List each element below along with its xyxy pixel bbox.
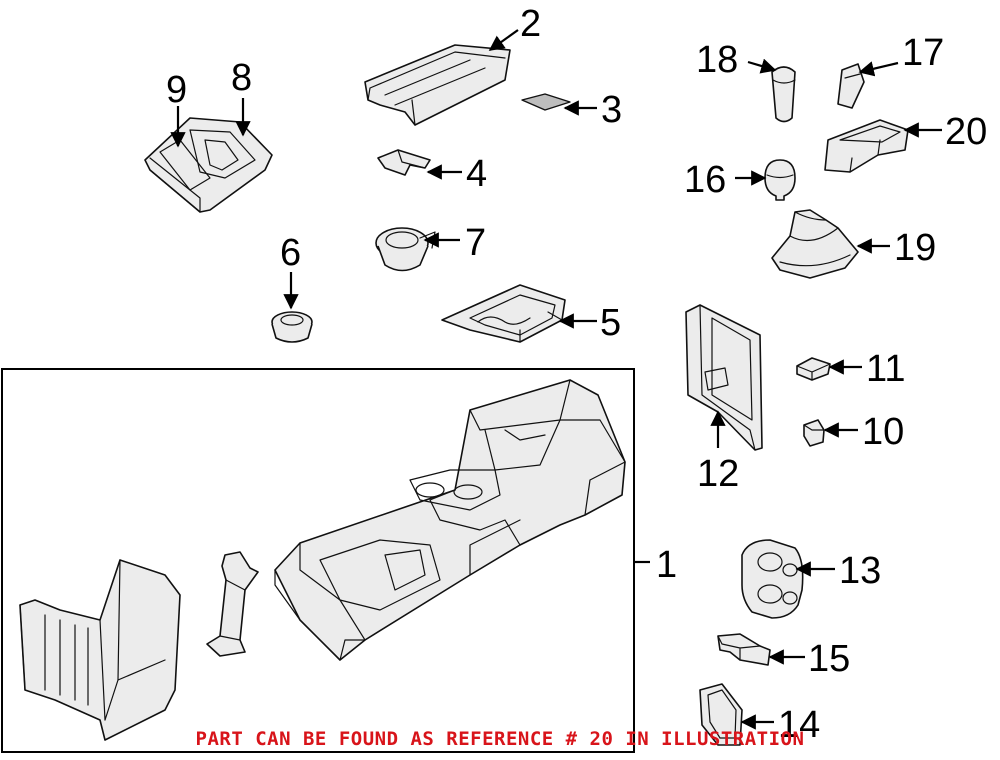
switch-panel-part[interactable] — [741, 539, 804, 619]
callout-19: 19 — [894, 227, 936, 269]
callout-13: 13 — [839, 550, 881, 592]
callout-11: 11 — [866, 348, 905, 390]
small-switch-part[interactable] — [803, 419, 825, 447]
knob-cover-part[interactable] — [837, 63, 865, 109]
callout-20: 20 — [945, 111, 987, 153]
callout-2: 2 — [520, 3, 541, 45]
callout-10: 10 — [862, 411, 904, 453]
leader-17 — [858, 61, 899, 77]
console-assembly-box — [1, 368, 635, 753]
armrest-pad-part[interactable] — [521, 93, 571, 111]
round-shift-knob-part[interactable] — [764, 159, 796, 201]
reference-footnote: PART CAN BE FOUND AS REFERENCE # 20 IN I… — [195, 728, 805, 750]
mounting-bracket-part[interactable] — [717, 633, 771, 666]
clip-bracket-part[interactable] — [377, 149, 431, 176]
leader-2 — [488, 29, 519, 51]
callout-15: 15 — [808, 638, 850, 680]
callout-14: 14 — [778, 704, 820, 746]
callout-7: 7 — [465, 222, 486, 264]
callout-17: 17 — [902, 32, 944, 74]
shift-knob-part[interactable] — [771, 66, 796, 123]
callout-3: 3 — [601, 89, 622, 131]
leader-18 — [747, 58, 777, 74]
cover-plate-part[interactable] — [699, 683, 743, 746]
side-trim-panel-part[interactable] — [685, 304, 763, 451]
cup-holder-insert-part[interactable] — [375, 227, 436, 272]
console-rear-panel-part[interactable] — [19, 559, 181, 741]
cup-holder-part[interactable] — [271, 311, 313, 343]
callout-9: 9 — [166, 69, 187, 111]
switch-block-part[interactable] — [796, 357, 831, 381]
storage-tray-part[interactable] — [441, 284, 566, 343]
shift-indicator-plate-part[interactable] — [824, 119, 909, 173]
callout-18: 18 — [696, 39, 738, 81]
center-console-part[interactable] — [274, 379, 626, 661]
callout-4: 4 — [466, 153, 487, 195]
callout-5: 5 — [600, 302, 621, 344]
callout-6: 6 — [280, 232, 301, 274]
callout-1: 1 — [656, 544, 677, 586]
armrest-lid-part[interactable] — [364, 44, 511, 126]
shifter-bezel-part[interactable] — [144, 117, 273, 213]
callout-8: 8 — [231, 57, 252, 99]
callout-12: 12 — [697, 453, 739, 495]
callout-16: 16 — [684, 159, 726, 201]
console-bracket-part[interactable] — [206, 551, 259, 657]
shift-boot-part[interactable] — [771, 209, 859, 279]
